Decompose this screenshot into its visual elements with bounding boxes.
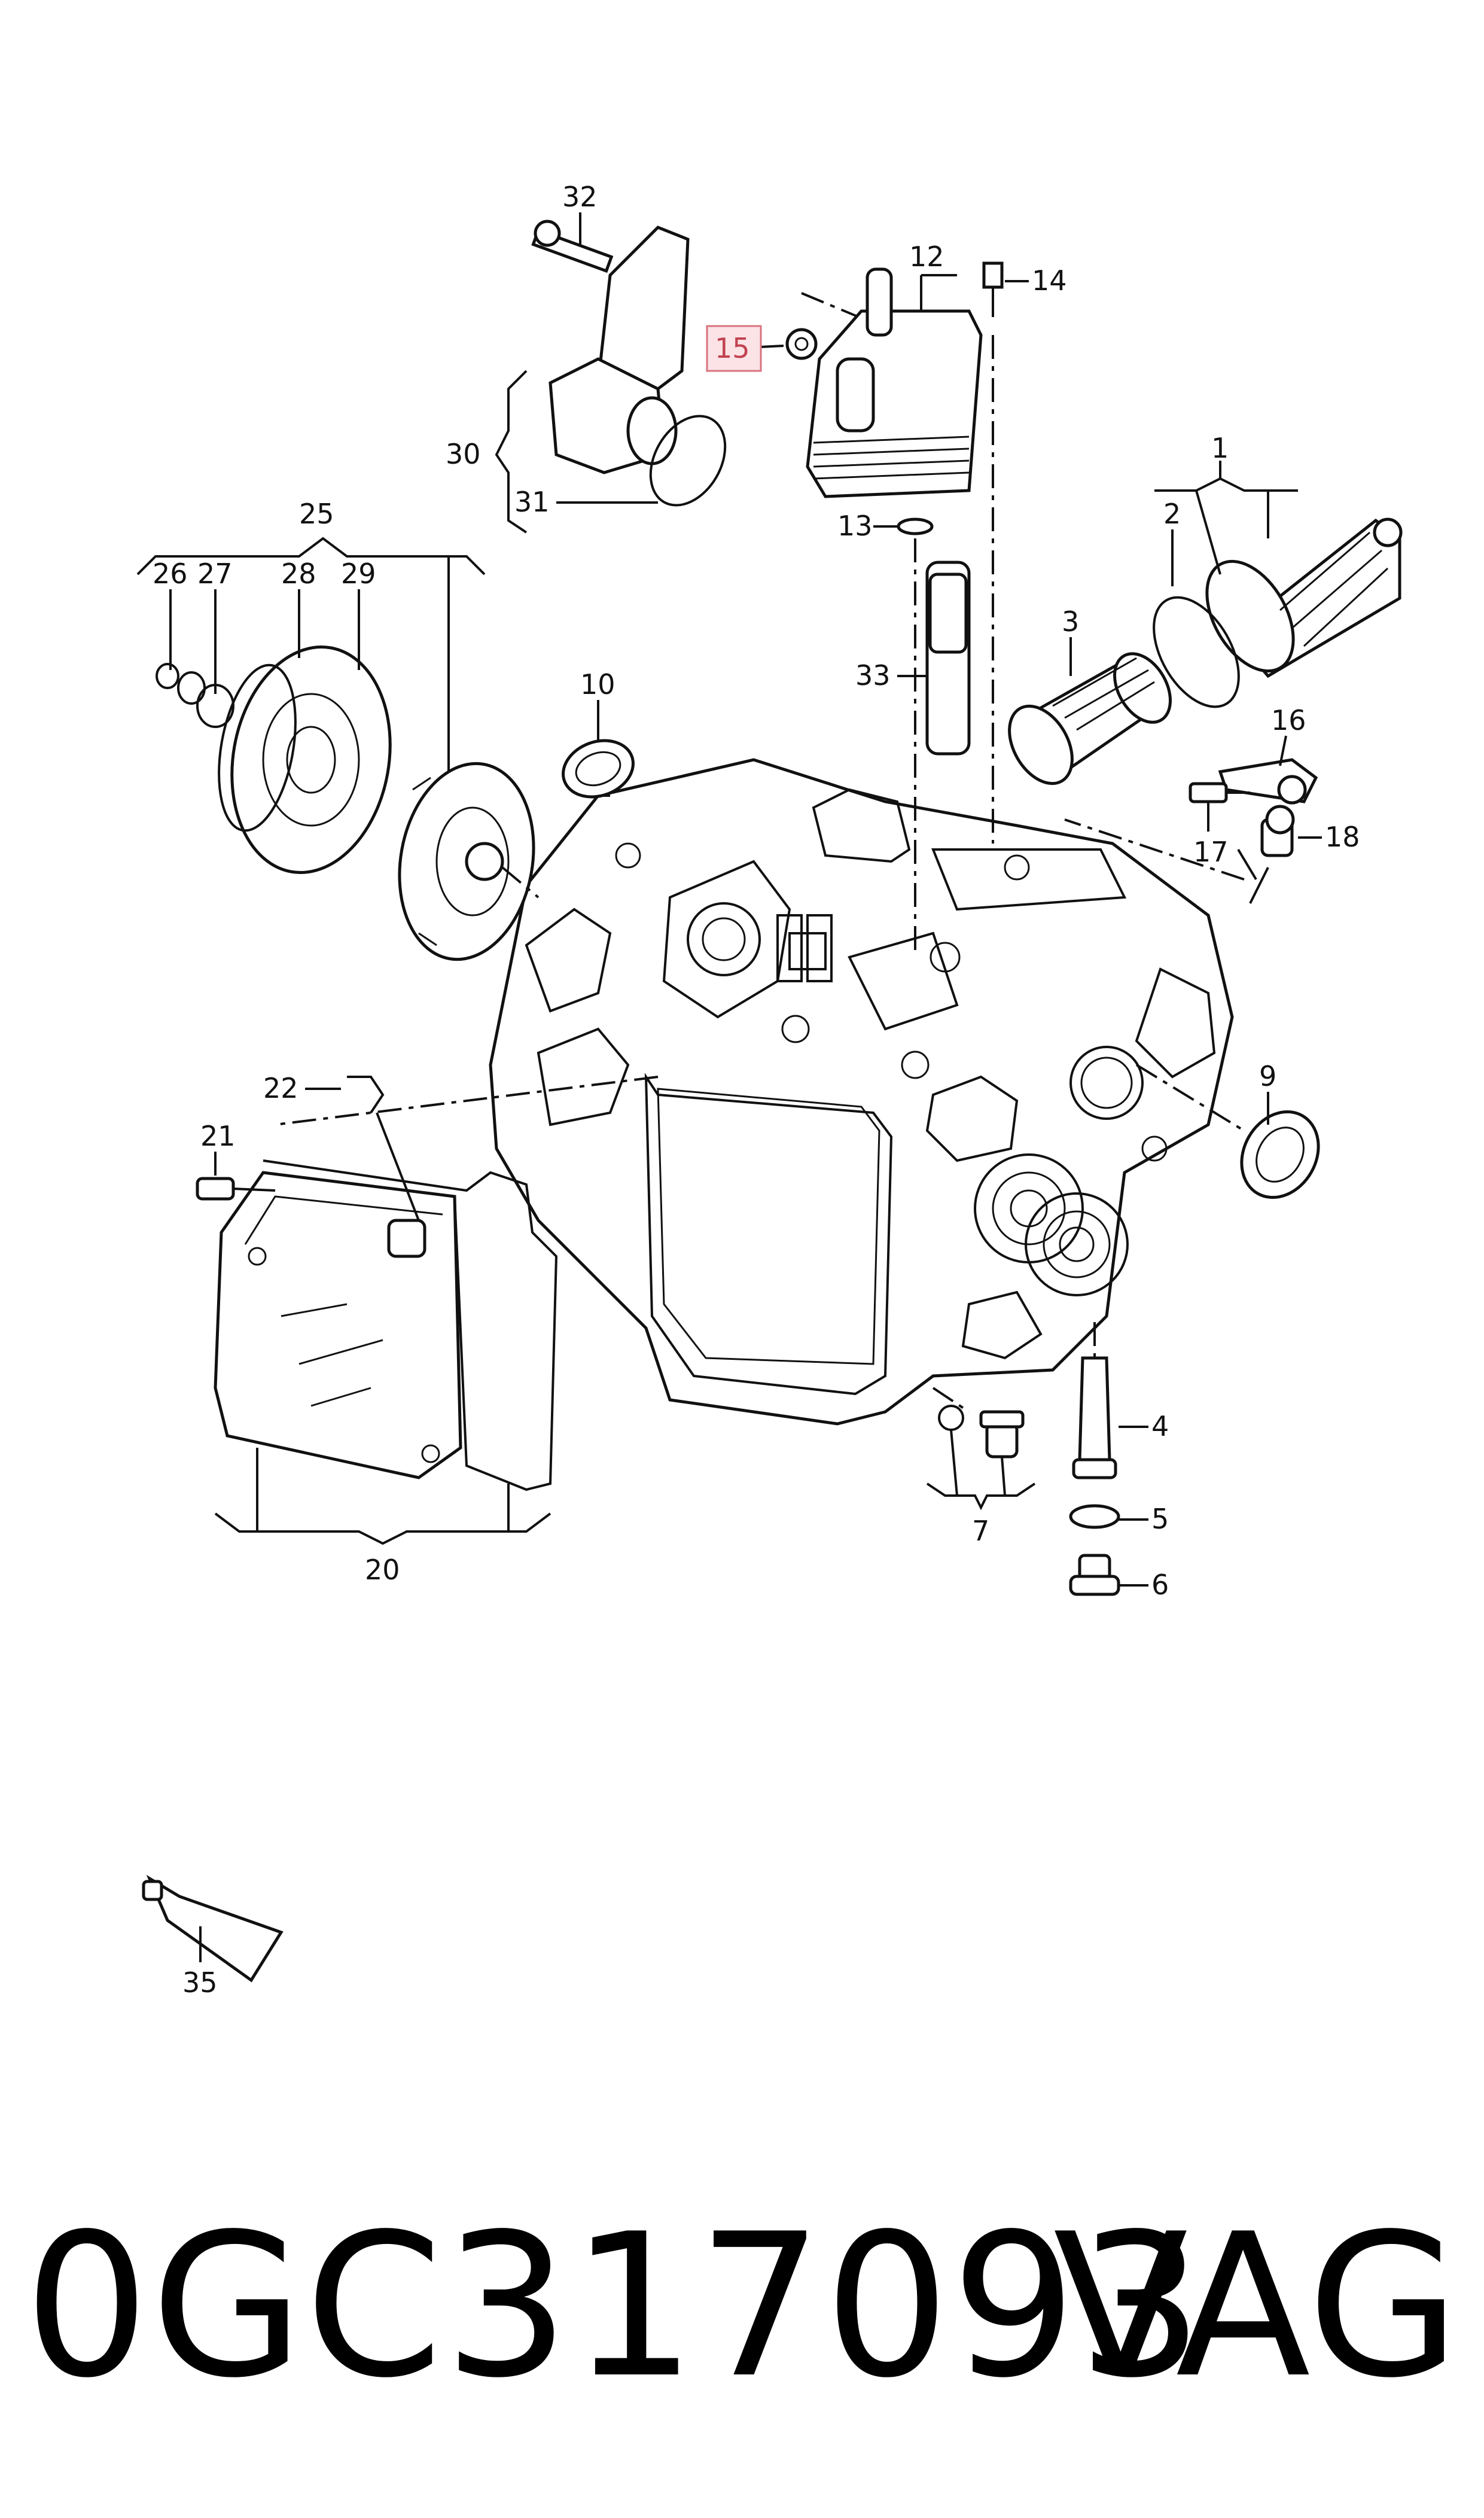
pump-bracket [531,220,727,507]
callout-9: 9 [1259,1060,1276,1092]
plug-6 [1069,1554,1120,1596]
callout-31: 31 [514,486,550,518]
part-number: 0GC317093 [24,2191,1205,2421]
plug-4 [1072,1356,1117,1479]
oil-cooler [788,267,983,498]
oil-pipe [925,561,971,756]
callout-labels: 1 2 3 4 5 6 7 9 10 12 13 14 15 16 17 18 … [153,181,1360,1999]
callout-27: 27 [197,558,233,590]
oil-filter-housing [1205,517,1403,678]
callout-leaders [136,212,1322,1962]
callout-20: 20 [365,1554,400,1586]
seal-5 [1069,1504,1120,1529]
callout-1: 1 [1211,432,1229,464]
callout-28: 28 [281,558,316,590]
clutch-assembly [156,646,540,961]
callout-35: 35 [182,1966,218,1999]
callout-12: 12 [909,240,944,273]
oil-pan [214,1171,462,1479]
callout-16: 16 [1271,704,1306,736]
callout-10: 10 [580,668,615,701]
oil-pan-gasket [263,1159,558,1491]
callout-33: 33 [855,659,891,692]
callout-6: 6 [1151,1569,1169,1601]
callout-30: 30 [446,438,481,470]
seal-9 [1240,1110,1320,1199]
callout-2: 2 [1163,498,1181,530]
nut-15 [785,328,818,360]
callout-14: 14 [1032,264,1067,297]
brand-name: VAG [1053,2191,1460,2421]
bolt-14 [982,261,1004,317]
callout-32: 32 [562,181,598,213]
callout-26: 26 [153,558,188,590]
highlight-box-15 [706,325,762,372]
callout-5: 5 [1151,1503,1169,1535]
callout-25: 25 [299,498,334,530]
callout-4: 4 [1151,1410,1169,1442]
callout-3: 3 [1062,605,1079,638]
pump-o-ring [649,415,727,507]
callout-17: 17 [1193,836,1229,868]
callout-22: 22 [263,1072,298,1104]
callout-29: 29 [341,558,376,590]
grease-tube [142,1874,284,1983]
plug-7 [938,1405,1025,1459]
seal-ring-13 [897,517,934,535]
transmission-housing [489,758,1234,1426]
callout-18: 18 [1325,821,1360,853]
callout-7: 7 [972,1515,989,1547]
callout-15: 15 [715,332,750,364]
seal-10 [562,739,635,799]
callout-21: 21 [200,1120,236,1152]
filter-o-ring [1153,596,1240,708]
bolt-21 [196,1177,276,1201]
callout-13: 13 [837,510,873,542]
oil-filter-element [1008,652,1172,785]
clip-22 [347,1076,385,1114]
